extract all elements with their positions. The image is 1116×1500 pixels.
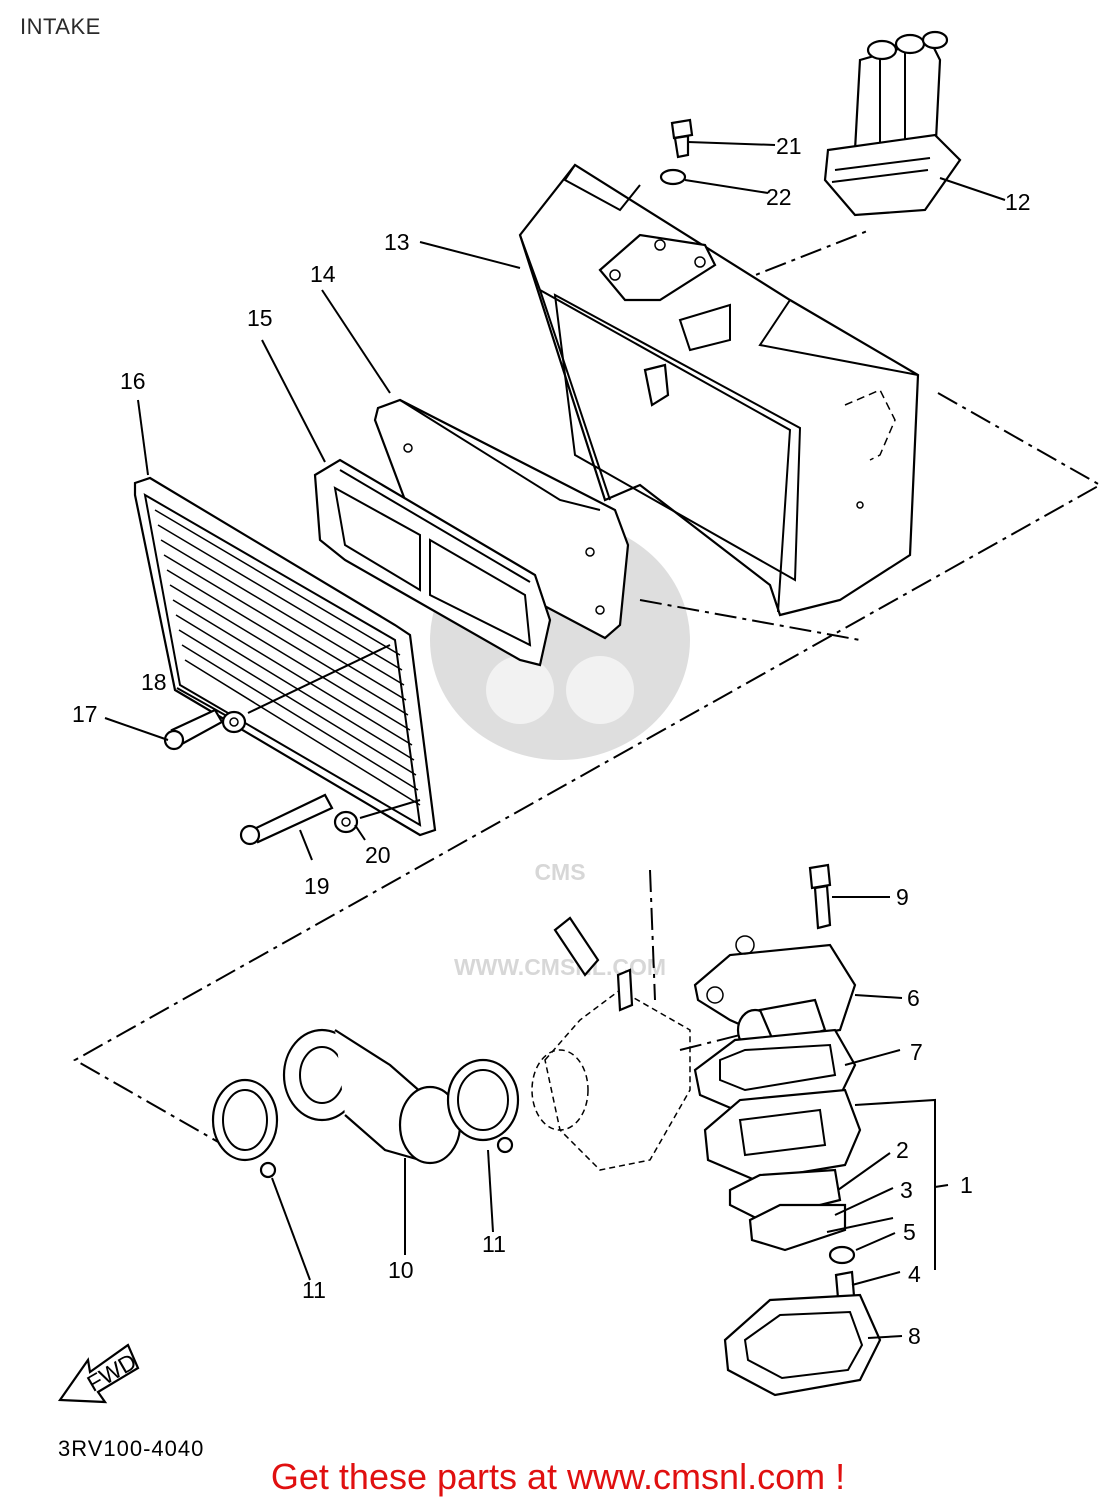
callout-7: 7 — [910, 1039, 923, 1065]
callout-9: 9 — [896, 884, 909, 910]
callout-4: 4 — [908, 1261, 921, 1287]
part-11-clamps — [211, 1058, 520, 1179]
leader-lines — [104, 141, 1006, 1339]
callout-18: 18 — [141, 669, 167, 695]
callout-20: 20 — [365, 842, 391, 868]
part-7-gasket — [693, 1028, 857, 1114]
callout-5: 5 — [903, 1219, 916, 1245]
part-8-gasket — [723, 1293, 882, 1397]
callout-11-right: 11 — [482, 1231, 506, 1257]
part-14-filter-element — [373, 398, 630, 640]
callout-3: 3 — [900, 1177, 913, 1203]
part-15-filter-frame — [313, 458, 552, 667]
callout-6: 6 — [907, 985, 920, 1011]
callout-labels: 1 2 3 4 5 6 7 8 9 10 11 11 12 13 14 15 1… — [72, 133, 1031, 1349]
part-16-air-box-cover — [133, 476, 437, 837]
callout-14: 14 — [310, 261, 336, 287]
callout-16: 16 — [120, 368, 146, 394]
callout-12: 12 — [1005, 189, 1031, 215]
callout-22: 22 — [766, 184, 792, 210]
fwd-direction-arrow: FWD — [57, 1343, 141, 1404]
part-10-intake-joint — [282, 1028, 462, 1165]
callout-21: 21 — [776, 133, 802, 159]
callout-1: 1 — [960, 1172, 973, 1198]
callout-17: 17 — [72, 701, 98, 727]
carburetor-reference — [531, 916, 691, 1171]
part-13-air-box — [518, 163, 920, 617]
catalog-code: 3RV100-4040 — [58, 1436, 205, 1461]
callout-8: 8 — [908, 1323, 921, 1349]
fasteners-17-20 — [163, 708, 359, 846]
callout-2: 2 — [896, 1137, 909, 1163]
promo-link[interactable]: Get these parts at www.cmsnl.com ! — [270, 1456, 846, 1497]
watermark-site: WWW.CMSNL.COM — [454, 954, 666, 980]
callout-15: 15 — [247, 305, 273, 331]
part-12-intake-duct — [823, 30, 962, 217]
callout-13: 13 — [384, 229, 410, 255]
callout-11-left: 11 — [302, 1277, 326, 1303]
callout-10: 10 — [388, 1257, 414, 1283]
callout-19: 19 — [304, 873, 330, 899]
part-9-bolt — [808, 863, 832, 930]
part-1-reed-valve-assembly — [703, 1088, 862, 1300]
watermark-brand: CMS — [534, 859, 585, 885]
fasteners-21-22 — [659, 118, 694, 186]
page-title: INTAKE — [20, 14, 101, 39]
